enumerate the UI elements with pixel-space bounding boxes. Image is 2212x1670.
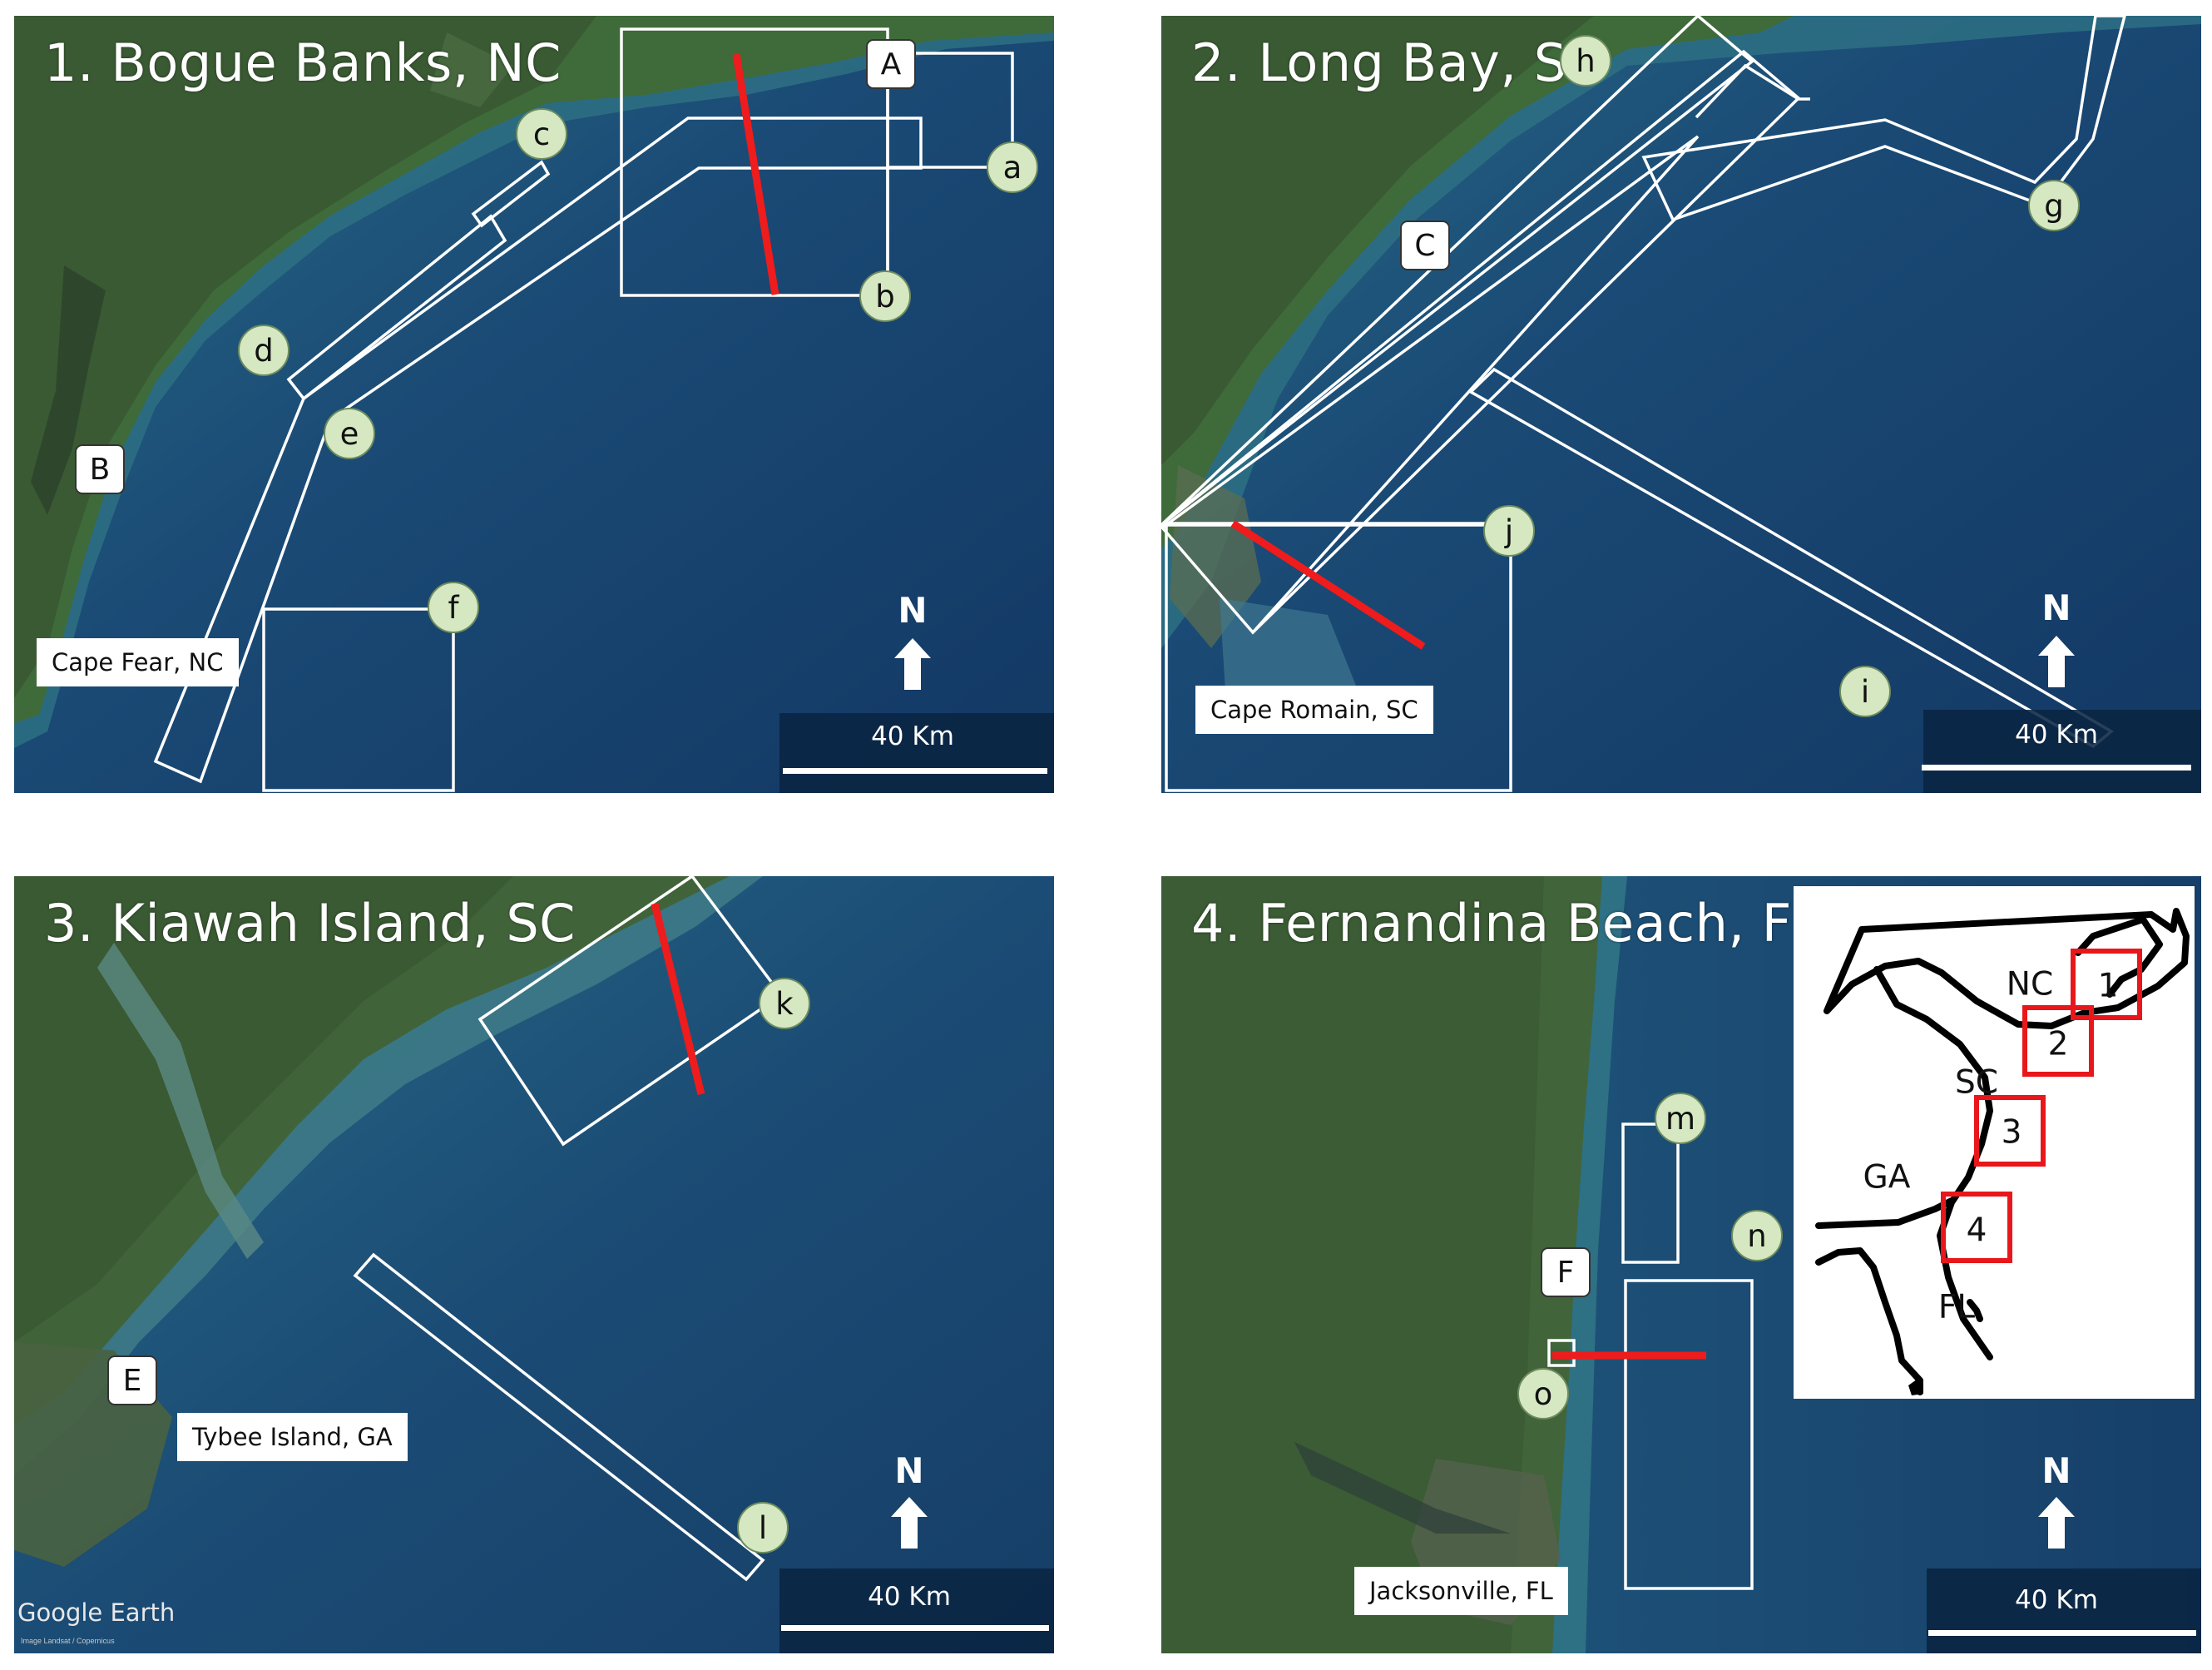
marker-e: e [324,408,375,459]
study-strip-c [471,160,551,228]
map-panel-long-bay: 2. Long Bay, SC C g h i j Cape Romain, S… [1161,16,2201,793]
panel-title: 2. Long Bay, SC [1191,32,1604,93]
scale-panel [779,713,1054,793]
place-label-tybee-island: Tybee Island, GA [177,1413,408,1461]
study-box-f [262,607,455,792]
scale-label: 40 Km [2015,720,2098,750]
inset-label-ga: GA [1863,1158,1911,1197]
site-label-A: A [866,39,916,89]
imagery-credit: Image Landsat / Copernicus [21,1637,115,1645]
study-box-j [1165,522,1512,792]
inset-box-label-3: 3 [2001,1113,2022,1152]
marker-o: o [1517,1368,1569,1420]
study-area-overlays [1547,1122,1754,1590]
inset-box-label-1: 1 [2097,967,2119,1005]
inset-box-2 [2022,1005,2094,1077]
marker-j: j [1483,505,1535,557]
marker-l: l [737,1502,789,1554]
study-area-overlays [153,27,1014,792]
scale-label: 40 Km [871,721,954,751]
transect-line [732,53,779,295]
inset-outline-map [1815,908,2190,1395]
north-arrow-icon [2038,636,2075,687]
place-label-cape-fear: Cape Fear, NC [37,638,239,686]
marker-a: a [987,141,1038,193]
north-label: N [898,590,928,631]
scale-bar [783,768,1047,774]
site-label-C: C [1400,221,1450,270]
north-label: N [2041,1450,2071,1491]
inset-label-sc: SC [1955,1063,1998,1102]
marker-c: c [516,108,567,160]
marker-m: m [1655,1093,1706,1144]
map-panel-kiawah-island: 3. Kiawah Island, SC E k l Tybee Island,… [14,876,1054,1653]
satellite-map [1161,876,2201,1653]
inset-box-1 [2071,949,2142,1020]
site-label-B: B [75,444,125,494]
study-box-n [1624,1279,1754,1590]
inset-box-4 [1941,1192,2012,1263]
inset-locator-map: NC SC GA FL 1 2 3 4 [1794,886,2195,1399]
study-strip-g [1641,16,2126,222]
study-strip-l [353,1252,765,1582]
marker-g: g [2028,180,2080,231]
scale-bar [1928,1630,2196,1636]
place-label-jacksonville: Jacksonville, FL [1354,1567,1568,1615]
marker-h: h [1560,35,1611,87]
map-panel-bogue-banks: 1. Bogue Banks, NC A B a b c d e f Cape … [14,16,1054,793]
transect-line [651,902,705,1096]
satellite-map [1161,16,2201,793]
marker-d: d [238,325,289,376]
scale-bar [1922,765,2191,771]
study-strip-d [286,214,507,401]
study-box-m [1621,1122,1680,1264]
marker-b: b [859,270,911,322]
study-box-a [871,52,1014,167]
panel-title: 4. Fernandina Beach, FL [1191,893,1822,954]
site-label-E: E [107,1355,157,1405]
panel-title: 3. Kiawah Island, SC [44,893,576,954]
satellite-map [14,876,1054,1653]
scale-panel [1927,1568,2201,1653]
inset-box-label-2: 2 [2047,1025,2069,1063]
panel-title: 1. Bogue Banks, NC [44,32,562,93]
study-strip-h-outline [1161,135,1700,635]
map-panel-fernandina-beach: 4. Fernandina Beach, FL F m n o Jacksonv… [1161,876,2201,1653]
study-strip-e [153,116,923,784]
scale-label: 40 Km [2015,1585,2098,1615]
inset-label-nc: NC [2006,965,2054,1003]
scale-bar [781,1625,1049,1631]
place-label-cape-romain: Cape Romain, SC [1195,686,1433,734]
marker-f: f [428,582,479,633]
scale-label: 40 Km [868,1582,951,1612]
north-arrow-icon [2038,1497,2075,1549]
inset-box-label-4: 4 [1966,1212,1987,1250]
site-label-F: F [1541,1247,1591,1297]
north-label: N [894,1450,924,1491]
marker-n: n [1731,1210,1783,1261]
marker-k: k [759,978,810,1029]
inset-label-fl: FL [1937,1288,1976,1326]
transect-line [1230,520,1426,650]
scale-panel [1923,710,2201,793]
north-arrow-icon [894,638,931,690]
scale-panel [779,1568,1054,1653]
google-earth-attribution: Google Earth [17,1598,176,1627]
study-box-h-strip [1695,63,1810,119]
marker-i: i [1839,666,1891,717]
north-label: N [2041,587,2071,628]
north-arrow-icon [891,1497,928,1549]
study-strip-C [1161,16,1754,527]
inset-box-3 [1974,1095,2046,1167]
